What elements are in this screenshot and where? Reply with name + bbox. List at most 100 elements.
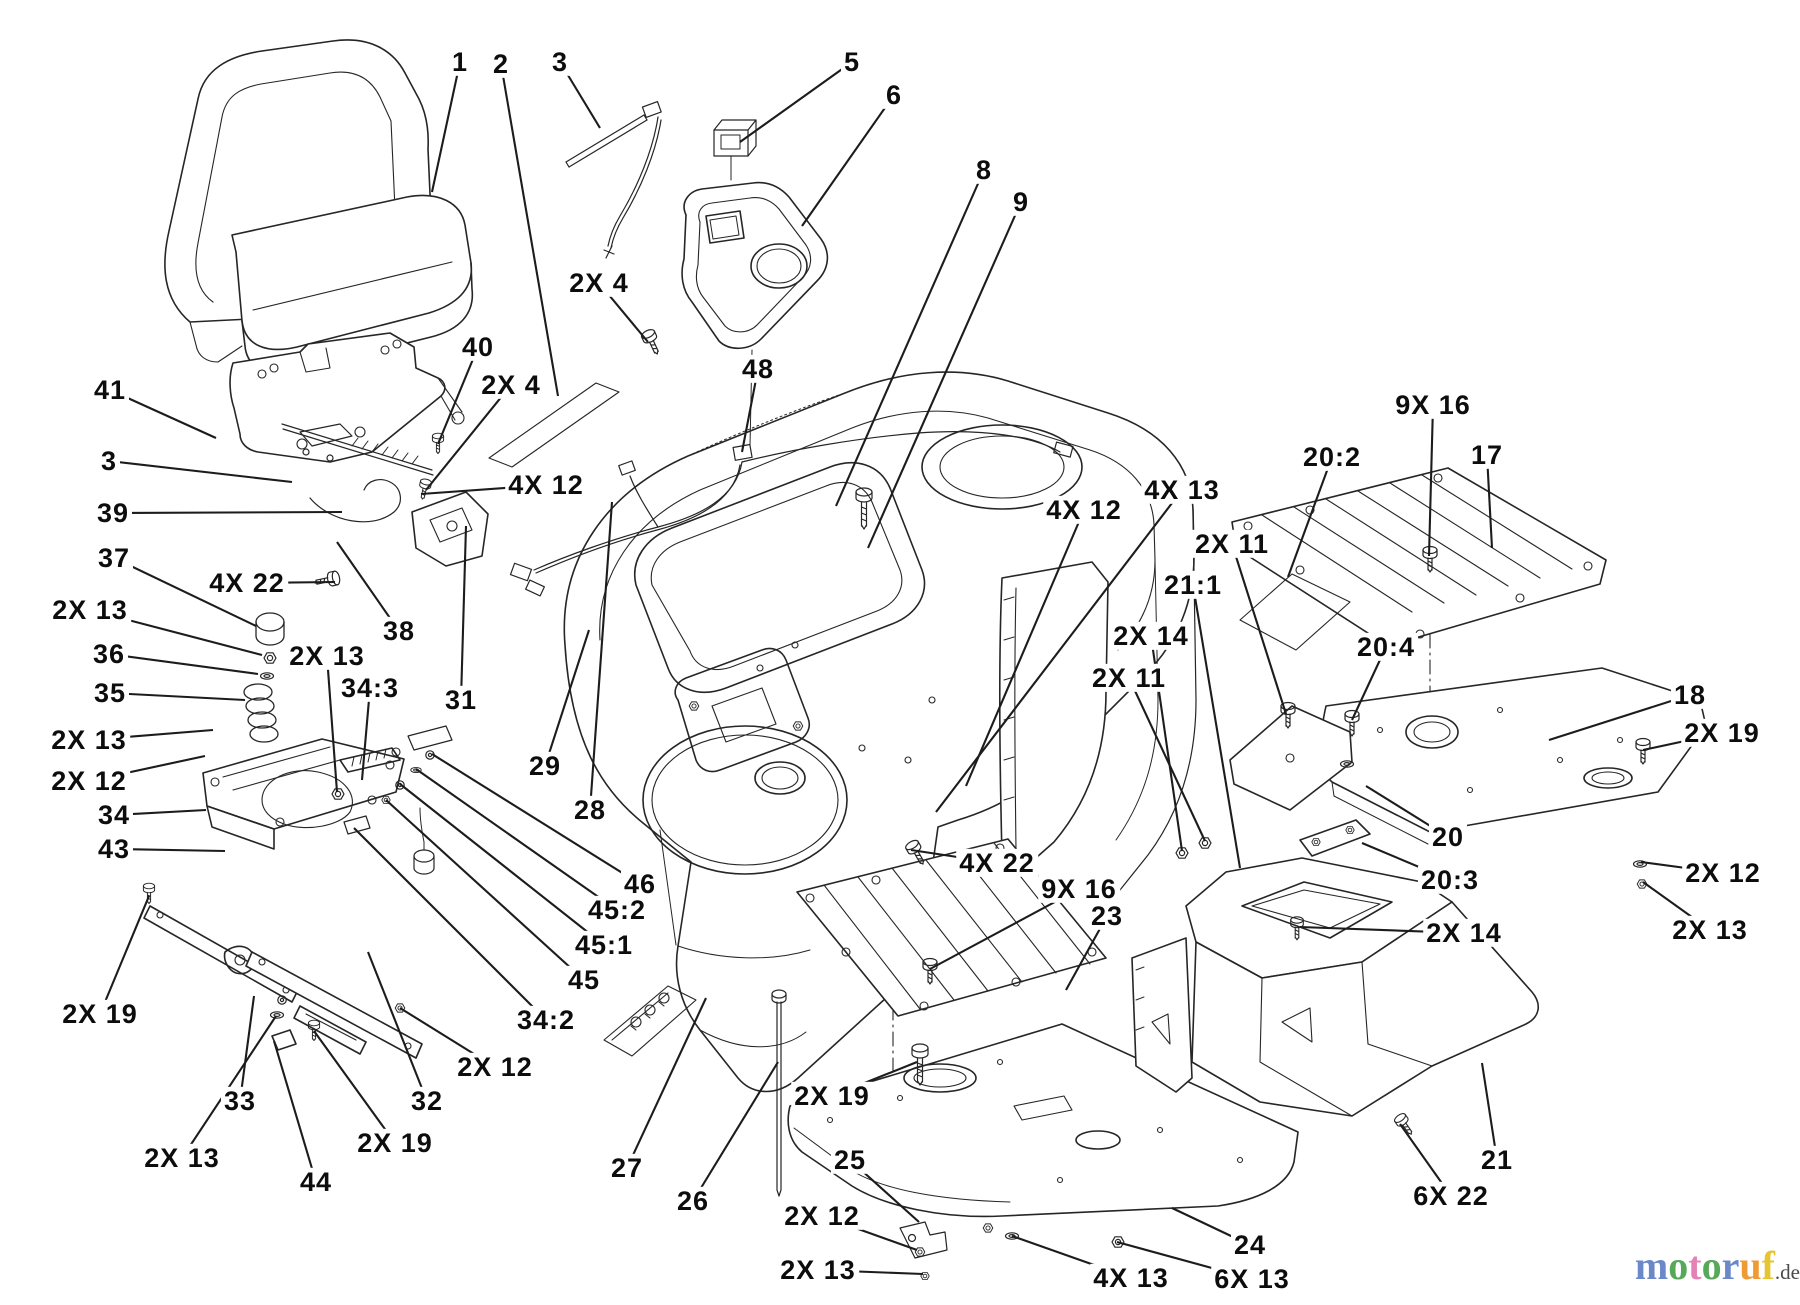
pivot-bracket [411,491,489,567]
part-label: 34:3 [337,673,403,702]
part-label: 39 [93,498,133,527]
part-label: 33 [220,1086,260,1115]
part-label: 4X 12 [505,470,587,499]
part-label: 2X 13 [49,595,131,624]
part-label: 45:2 [584,895,650,924]
part-label: 35 [90,678,130,707]
part-label: 25 [830,1145,870,1174]
console-housing [681,181,829,350]
motoruf-wordmark: motoruf [1635,1243,1775,1288]
part-label: 38 [379,616,419,645]
part-label: 20:2 [1299,442,1365,471]
part-label: 20 [1428,822,1468,851]
part-label: 8 [972,155,996,184]
part-label: 17 [1467,440,1507,469]
part-label: 2X 19 [59,999,141,1028]
part-label: 32 [407,1086,447,1115]
part-label: 2X 19 [791,1081,873,1110]
part-label: 2X 19 [1681,718,1763,747]
part-label: 24 [1230,1230,1270,1259]
part-label: 34:2 [513,1005,579,1034]
ignition-switch [713,119,757,181]
part-label: 23 [1087,901,1127,930]
seat [164,39,474,383]
part-label: 2X 11 [1088,663,1170,692]
footboard-bracket [899,1221,948,1259]
part-label: 2 [489,49,513,78]
backrest-panel [998,561,1109,873]
part-label: 2X 13 [48,725,130,754]
seat-mount-plate [229,332,465,463]
part-label: 2X 4 [478,370,544,399]
part-label: 5 [840,47,864,76]
small-plate [1299,819,1371,857]
part-label: 31 [441,685,481,714]
part-label: 34 [94,800,134,829]
logo-letter: t [1688,1243,1702,1288]
part-label: 27 [607,1153,647,1182]
seat-slide-rails [143,905,423,1059]
part-label: 4X 13 [1090,1263,1172,1292]
logo-letter: r [1721,1243,1740,1288]
part-label: 2X 12 [48,766,130,795]
suspension-spring-stack [243,612,285,743]
part-label: 36 [89,639,129,668]
part-label: 3 [548,47,572,76]
part-label: 2X 4 [566,268,632,297]
part-label: 2X 12 [781,1201,863,1230]
seat-latch-parts [281,423,453,875]
part-label: 45:1 [571,930,637,959]
console-side-panel [1131,937,1193,1093]
part-label: 21:1 [1160,570,1226,599]
part-label: 1 [448,47,472,76]
part-label: 6 [882,80,906,109]
part-label: 48 [738,354,778,383]
part-label: 45 [564,965,604,994]
part-label: 21 [1477,1145,1517,1174]
part-label: 46 [620,869,660,898]
part-label: 9 [1009,187,1033,216]
part-label: 18 [1670,680,1710,709]
logo-letter: u [1739,1243,1762,1288]
motoruf-logo: motoruf.de [1628,1246,1800,1286]
part-label: 6X 13 [1211,1264,1293,1293]
part-label: 43 [94,834,134,863]
part-label: 6X 22 [1410,1181,1492,1210]
part-label: 2X 13 [1669,915,1751,944]
part-label: 4X 22 [956,848,1038,877]
part-label: 26 [673,1186,713,1215]
part-label: 40 [458,332,498,361]
part-label: 44 [296,1167,336,1196]
logo-letter: m [1634,1243,1669,1288]
logo-letter: f [1761,1243,1775,1288]
part-label: 2X 14 [1110,621,1192,650]
part-label: 41 [90,375,130,404]
motoruf-tld: .de [1774,1260,1800,1284]
part-label: 28 [570,795,610,824]
right-console [1185,857,1539,1117]
logo-letter: o [1668,1243,1689,1288]
seat-support-frame [202,738,405,850]
part-label: 9X 16 [1038,874,1120,903]
part-label: 2X 13 [141,1143,223,1172]
part-label: 9X 16 [1392,390,1474,419]
part-label: 3 [97,446,121,475]
logo-letter: o [1701,1243,1722,1288]
part-label: 2X 14 [1423,918,1505,947]
right-footrest-plate [1231,467,1607,647]
part-label: 2X 12 [454,1052,536,1081]
part-label: 29 [525,751,565,780]
part-label: 20:4 [1353,632,1419,661]
part-label: 2X 19 [354,1128,436,1157]
part-label: 4X 12 [1043,495,1125,524]
part-label: 4X 13 [1141,475,1223,504]
right-footboard [1319,667,1707,845]
part-label: 2X 13 [777,1255,859,1284]
seat-adjuster-rod [565,101,662,259]
part-label: 2X 12 [1682,858,1764,887]
part-label: 2X 13 [286,641,368,670]
part-label: 37 [94,543,134,572]
part-label: 20:3 [1417,865,1483,894]
